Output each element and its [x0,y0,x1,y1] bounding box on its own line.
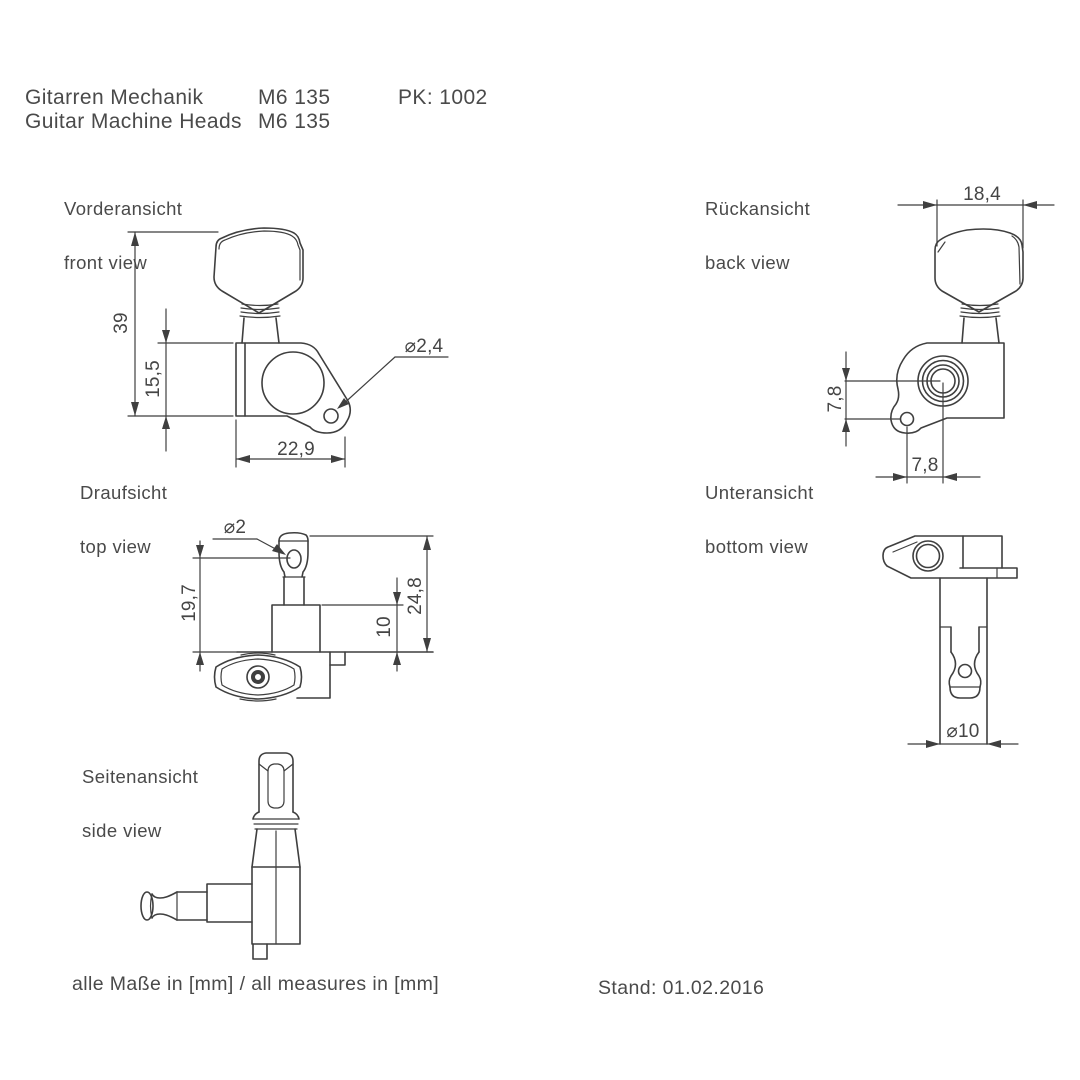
revision-date: Stand: 01.02.2016 [598,977,765,999]
back-view-label-de: Rückansicht [705,198,811,219]
dim-top-total-height: 24,8 [405,577,426,615]
top-view-label-de: Draufsicht [80,482,168,503]
top-view-drawing [192,531,434,702]
bottom-view-label-en: bottom view [705,536,809,557]
front-view-label: Vorderansicht front view [64,164,182,308]
measures-note: alle Maße in [mm] / all measures in [mm] [72,973,440,995]
dim-front-total-height: 39 [111,312,132,334]
back-view-label-en: back view [705,252,790,273]
dim-back-offset-h: 7,8 [911,455,939,476]
side-view-label: Seitenansicht side view [82,732,198,876]
top-view-label: Draufsicht top view [80,448,167,592]
side-view-drawing [140,752,301,960]
side-view-label-en: side view [82,820,162,841]
front-view-drawing [127,227,449,468]
bottom-view-label-de: Unteransicht [705,482,814,503]
dim-front-body-width: 22,9 [277,439,315,460]
dim-back-knob-width: 18,4 [963,184,1001,205]
top-view-label-en: top view [80,536,152,557]
bottom-view-drawing [882,535,1019,748]
title-en: Guitar Machine Heads [25,110,242,133]
bottom-view-label: Unteransicht bottom view [705,448,814,592]
dim-back-offset-v: 7,8 [825,385,846,413]
back-view-drawing [842,199,1055,484]
pk-number: PK: 1002 [398,86,488,109]
dim-front-body-height: 15,5 [143,360,164,398]
back-view-label: Rückansicht back view [705,164,810,308]
dim-bottom-bushing: ⌀10 [946,720,980,742]
front-view-label-en: front view [64,252,148,273]
title-de: Gitarren Mechanik [25,86,204,109]
model-number-2: M6 135 [258,110,331,133]
dim-top-post-height: 19,7 [179,584,200,622]
dim-front-screw-hole: ⌀2,4 [404,335,444,357]
dim-top-body-height: 10 [374,616,395,638]
front-view-label-de: Vorderansicht [64,198,183,219]
dim-top-string-hole: ⌀2 [223,516,247,538]
model-number: M6 135 [258,86,331,109]
side-view-label-de: Seitenansicht [82,766,199,787]
